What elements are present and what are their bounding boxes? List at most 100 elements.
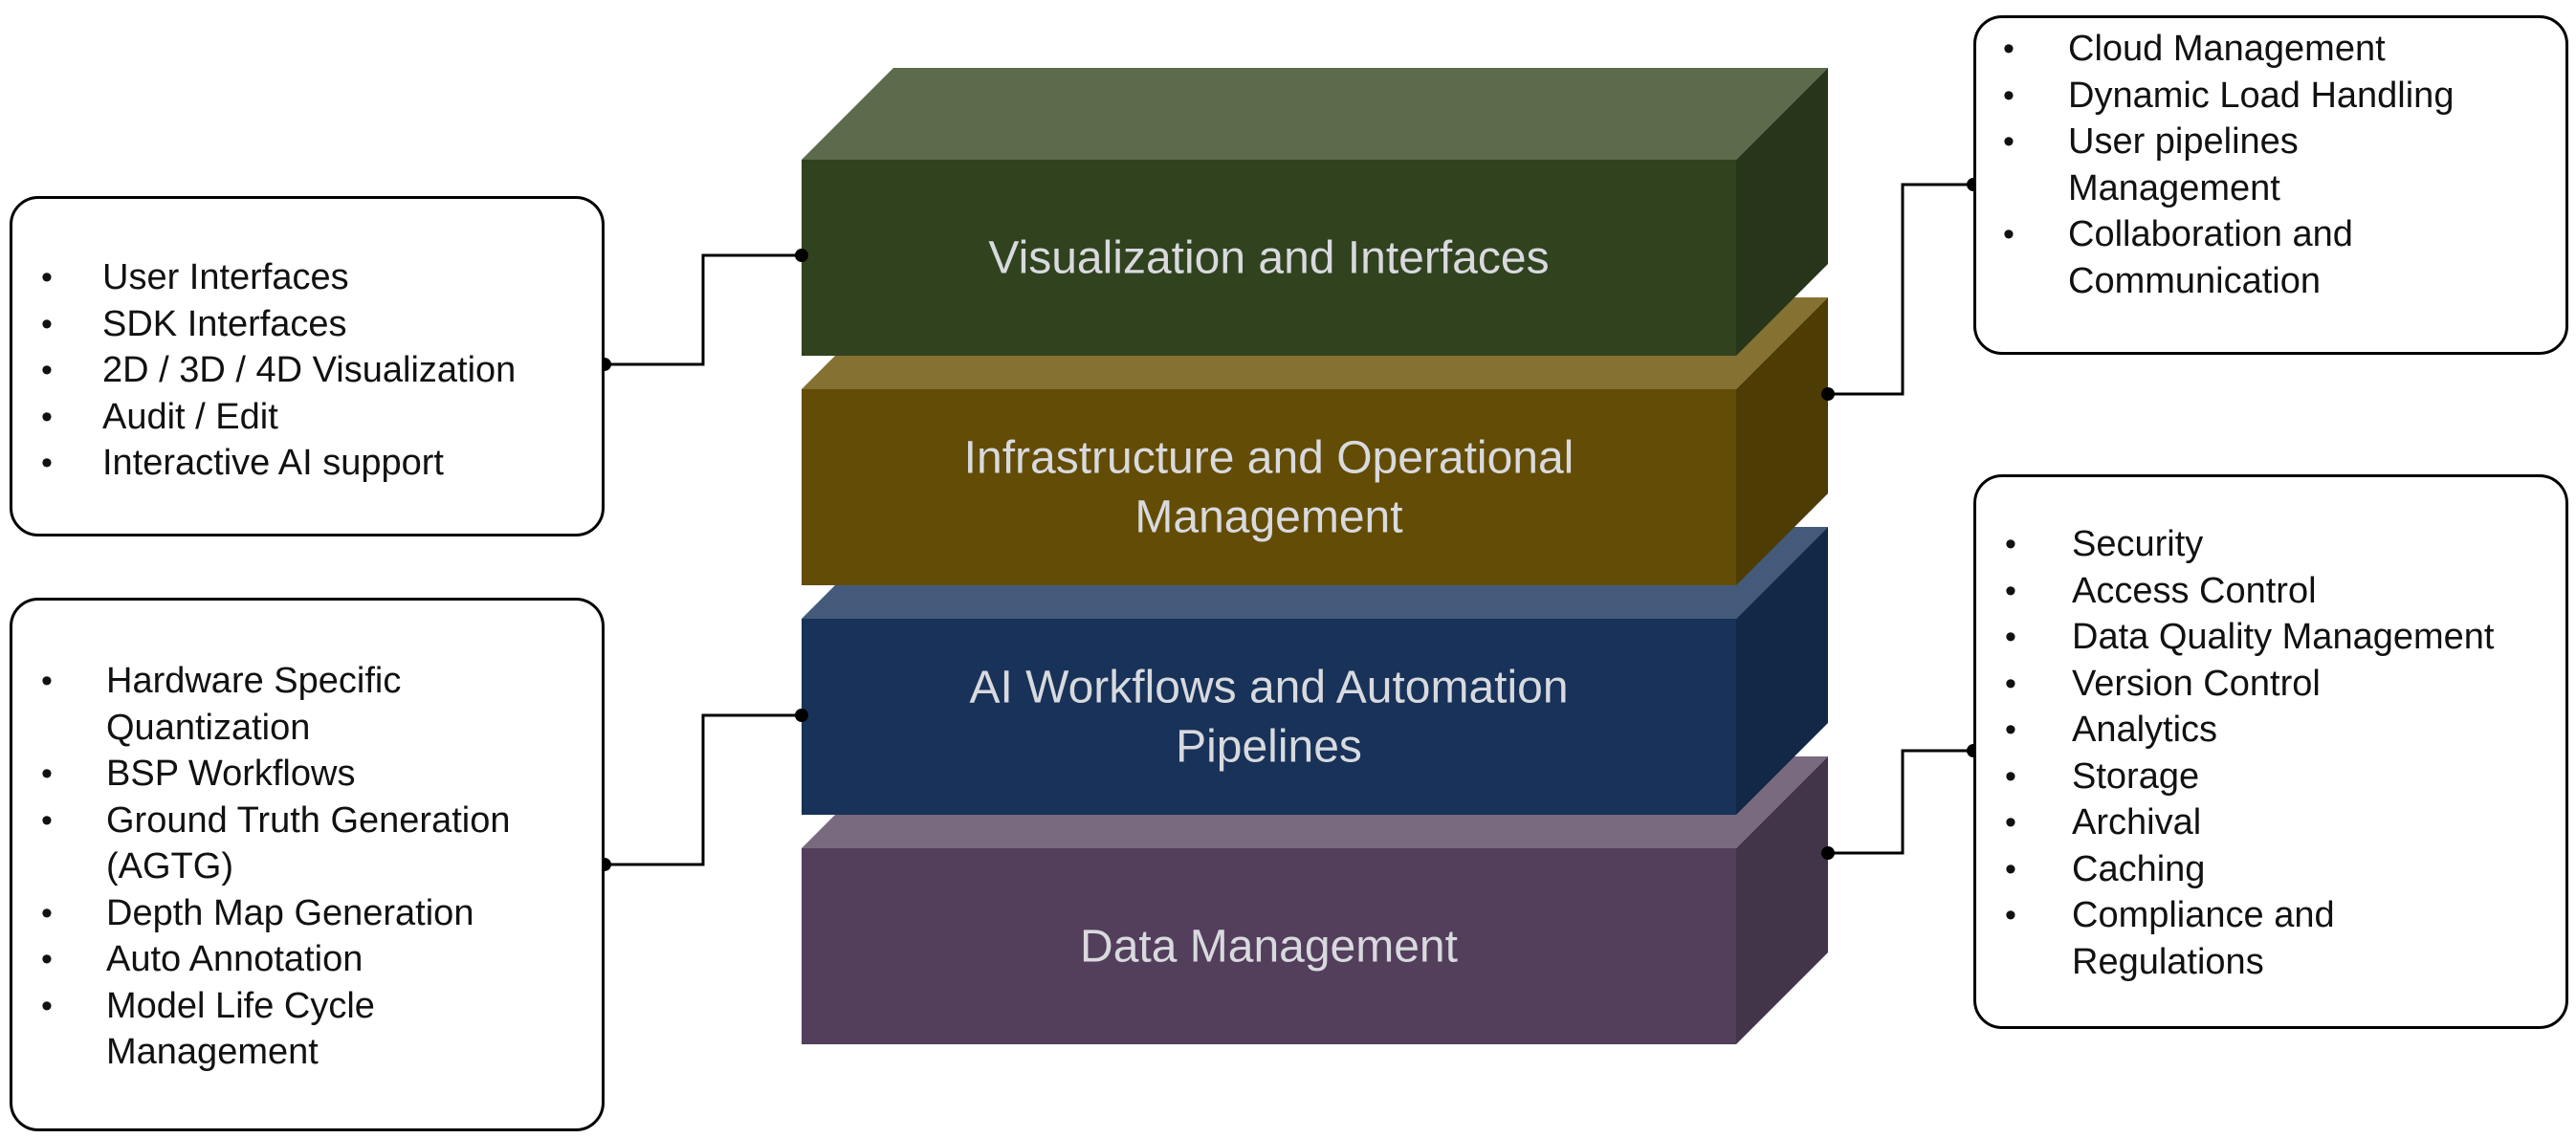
list-item: •Hardware Specific: [12, 658, 510, 705]
list-item-text: Communication: [2068, 260, 2321, 301]
list-item-text: Interactive AI support: [102, 443, 444, 483]
visualization-details-list: • User Interfaces • SDK Interfaces • 2D / 3…: [12, 254, 516, 487]
list-item-text: Analytics: [2072, 710, 2218, 750]
list-item-text: Model Life Cycle: [106, 985, 375, 1026]
connector-dot: [795, 249, 808, 262]
layer-label-line: Infrastructure and Operational: [964, 432, 1574, 483]
connector-data-management: [1821, 744, 1980, 860]
bullet-icon: •: [2005, 804, 2016, 841]
connector-line: [605, 713, 802, 866]
list-item-text: (AGTG): [106, 846, 233, 886]
list-item: •Cloud Management: [1976, 26, 2454, 73]
list-item: • Depth Map Generation: [12, 890, 510, 937]
bullet-icon: •: [2005, 897, 2016, 933]
list-item-text: Storage: [2072, 755, 2200, 797]
list-item: • Collaboration and: [1976, 211, 2454, 258]
layer-side-face: [1736, 756, 1828, 1044]
list-item: • User Interfaces: [12, 254, 516, 301]
connector-line: [1828, 749, 1973, 855]
bullet-icon: •: [2005, 526, 2016, 562]
list-item: • Caching: [1976, 846, 2494, 893]
list-item-text: Archival: [2072, 802, 2202, 843]
list-item-text: Caching: [2072, 848, 2206, 889]
bullet-icon: •: [41, 305, 53, 342]
list-item-continuation: (AGTG): [12, 843, 510, 890]
connector-dot: [1821, 846, 1835, 860]
list-item-text: Security: [2072, 524, 2204, 564]
list-item-text: Compliance and: [2072, 895, 2335, 935]
bullet-icon: •: [2005, 850, 2016, 887]
list-item: •Storage: [1976, 754, 2494, 800]
list-item: • Analytics: [1976, 707, 2494, 754]
list-item: •Version Control: [1976, 661, 2494, 708]
bullet-icon: •: [2003, 77, 2015, 114]
list-item-text: 2D / 3D / 4D Visualization: [102, 350, 517, 390]
list-item-text: SDK Interfaces: [102, 303, 347, 344]
list-item-continuation: Management: [12, 1029, 510, 1076]
list-item-text: Quantization: [106, 707, 311, 748]
list-item: •Ground Truth Generation: [12, 798, 510, 844]
layer-label-line: Visualization and Interfaces: [988, 232, 1549, 283]
bullet-icon: •: [41, 987, 53, 1024]
connector-line: [605, 253, 802, 366]
list-item: •User pipelines: [1976, 119, 2454, 165]
list-item-text: Dynamic Load Handling: [2068, 75, 2455, 116]
list-item: • Data Quality Management: [1976, 614, 2494, 661]
list-item-text: Depth Map Generation: [106, 892, 474, 933]
list-item-text: Regulations: [2072, 941, 2264, 982]
layer-front-face: [802, 848, 1736, 1044]
bullet-icon: •: [2003, 216, 2015, 252]
layer-front-face: [802, 389, 1736, 585]
data-management-details-list: •Security •Access Control •Data Quality …: [1976, 521, 2494, 985]
list-item-continuation: Communication: [1976, 258, 2454, 305]
list-item: • Security: [1976, 521, 2494, 568]
list-item-text: Data Quality Management: [2072, 617, 2495, 657]
list-item: • BSP Workflows: [12, 751, 510, 798]
connector-visualization: [598, 249, 808, 371]
list-item: • Archival: [1976, 799, 2494, 846]
list-item-continuation: Quantization: [12, 705, 510, 752]
list-item-text: User Interfaces: [102, 257, 349, 297]
list-item: • Interactive AI support: [12, 440, 516, 487]
layer-side-face: [1736, 68, 1828, 356]
list-item-text: Collaboration and: [2068, 214, 2353, 254]
list-item-text: Cloud Management: [2068, 29, 2386, 69]
bullet-icon: •: [41, 801, 53, 839]
bullet-icon: •: [41, 755, 53, 792]
connector-infrastructure: [1821, 178, 1980, 401]
bullet-icon: •: [2005, 619, 2016, 655]
list-item-text: Version Control: [2072, 663, 2321, 704]
layer-side-face: [1736, 297, 1828, 585]
bullet-icon: •: [2005, 711, 2016, 748]
bullet-icon: •: [2003, 123, 2015, 160]
bullet-icon: •: [41, 941, 53, 977]
layer-label-line: Data Management: [1080, 921, 1458, 972]
list-item-text: Management: [2068, 167, 2280, 208]
list-item-text: BSP Workflows: [106, 754, 356, 794]
ai-workflows-details-box: •Hardware Specific Quantization •BSP Wor…: [10, 598, 605, 1131]
list-item: • Dynamic Load Handling: [1976, 73, 2454, 120]
bullet-icon: •: [2005, 572, 2016, 609]
list-item-text: Management: [106, 1032, 319, 1072]
list-item-text: Audit / Edit: [102, 396, 278, 437]
list-item: • Model Life Cycle: [12, 983, 510, 1030]
infrastructure-details-list: •Cloud Management •Dynamic Load Handling…: [1976, 26, 2454, 304]
bullet-icon: •: [41, 259, 53, 295]
layer-front-face: [802, 160, 1736, 356]
data-management-details-box: •Security •Access Control •Data Quality …: [1973, 474, 2568, 1029]
infrastructure-details-box: •Cloud Management •Dynamic Load Handling…: [1973, 15, 2568, 355]
layer-label-line: AI Workflows and Automation: [969, 662, 1568, 712]
bullet-icon: •: [41, 894, 53, 931]
list-item: •Audit / Edit: [12, 394, 516, 441]
connector-dot: [1821, 387, 1835, 401]
layer-front-face: [802, 619, 1736, 815]
layer-side-face: [1736, 527, 1828, 815]
list-item: • SDK Interfaces: [12, 301, 516, 348]
list-item-text: Hardware Specific: [106, 661, 402, 701]
visualization-details-box: • User Interfaces • SDK Interfaces • 2D / 3…: [10, 196, 605, 536]
list-item-continuation: Management: [1976, 165, 2454, 212]
bullet-icon: •: [41, 445, 53, 481]
